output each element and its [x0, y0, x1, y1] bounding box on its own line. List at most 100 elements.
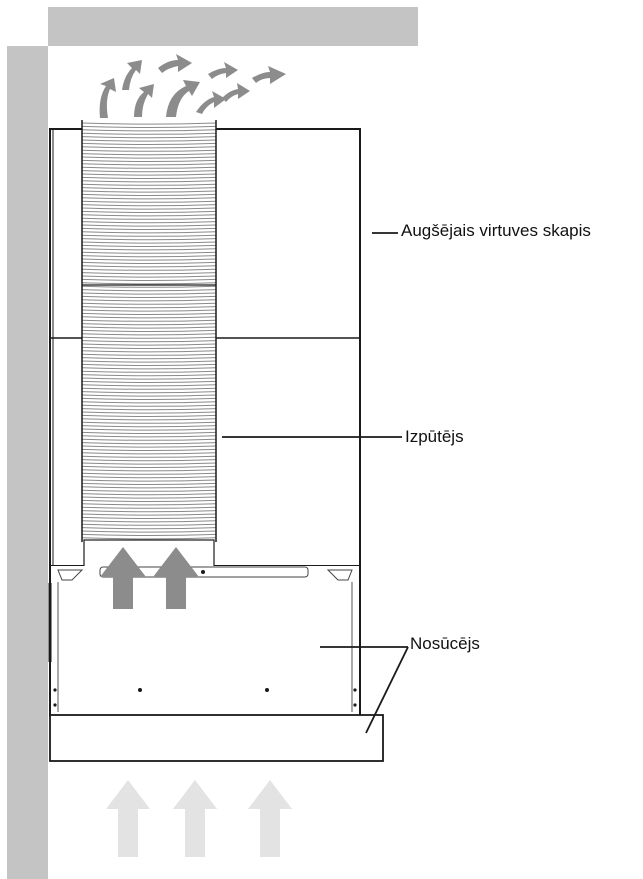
duct-ring [82, 292, 216, 295]
label-hood: Nosūcējs [410, 634, 480, 653]
duct-ring [82, 469, 216, 472]
duct-ring [82, 530, 216, 533]
duct-ring [82, 418, 216, 421]
duct-ring [82, 176, 216, 179]
duct-ring [82, 309, 216, 312]
duct-ring [82, 227, 216, 230]
duct-ring [82, 183, 216, 186]
duct-ring [82, 231, 216, 234]
duct-ring [82, 367, 216, 370]
up-arrow-icon [106, 780, 150, 857]
duct-ring [82, 537, 216, 540]
duct-ring [82, 146, 216, 149]
duct-ring [82, 523, 216, 526]
duct-ring [82, 431, 216, 434]
curved-arrow-icon [134, 84, 154, 117]
curved-arrow-icon [166, 80, 200, 117]
exhaust-arrows [99, 54, 286, 118]
duct-ring [82, 316, 216, 319]
duct-ring [82, 180, 216, 183]
curved-arrow-icon [208, 62, 238, 79]
duct-ring [82, 350, 216, 353]
duct-ring [82, 241, 216, 244]
duct-ring [82, 255, 216, 258]
duct-ring [82, 122, 216, 125]
duct-ring [82, 455, 216, 458]
duct-ring [82, 340, 216, 343]
duct-ring [82, 207, 216, 210]
duct-ring [82, 353, 216, 356]
duct-ring [82, 479, 216, 482]
duct-ring [82, 295, 216, 298]
duct-ring [82, 516, 216, 519]
up-arrow-icon [173, 780, 217, 857]
duct-ring [82, 258, 216, 261]
curved-arrow-icon [252, 66, 286, 84]
duct-ring [82, 496, 216, 499]
duct-ring [82, 363, 216, 366]
duct-ring [82, 244, 216, 247]
duct-ring [82, 421, 216, 424]
duct-ring [82, 275, 216, 278]
duct-ring [82, 248, 216, 251]
duct-ring [82, 336, 216, 339]
duct-ring [82, 486, 216, 489]
duct-ring [82, 326, 216, 329]
ceiling [48, 7, 418, 46]
duct-ring [82, 333, 216, 336]
duct-ring [82, 159, 216, 162]
duct-ring [82, 527, 216, 530]
duct-ring [82, 462, 216, 465]
duct-ring [82, 312, 216, 315]
duct-ring [82, 448, 216, 451]
duct-ring [82, 193, 216, 196]
duct-ring [82, 435, 216, 438]
duct-ring [82, 445, 216, 448]
duct-ring [82, 200, 216, 203]
duct-ring [82, 139, 216, 142]
duct-ring [82, 476, 216, 479]
duct-ring [82, 210, 216, 213]
duct-ring [82, 190, 216, 193]
duct-ring [82, 438, 216, 441]
duct-ring [82, 265, 216, 268]
duct-ring [82, 408, 216, 411]
duct-ring [82, 289, 216, 292]
duct-ring [82, 452, 216, 455]
duct-ring [82, 268, 216, 271]
duct-ring [82, 377, 216, 380]
duct-ring [82, 285, 216, 288]
duct-ring [82, 302, 216, 305]
duct-ring [82, 125, 216, 128]
duct-ring [82, 251, 216, 254]
duct-ring [82, 163, 216, 166]
leader-hood-2 [365, 646, 409, 734]
duct-ring [82, 394, 216, 397]
up-arrow-icon [100, 547, 146, 609]
curved-arrow-icon [99, 78, 116, 118]
duct-ring [82, 282, 216, 285]
duct-ring [82, 428, 216, 431]
duct-ring [82, 404, 216, 407]
duct-ring [82, 374, 216, 377]
duct-ring [82, 357, 216, 360]
duct-ring [82, 187, 216, 190]
duct-ring [82, 224, 216, 227]
duct-ring [82, 489, 216, 492]
exhaust-duct [81, 120, 217, 568]
duct-ring [82, 493, 216, 496]
duct-ring [82, 272, 216, 275]
duct-ring [82, 234, 216, 237]
duct-ring [82, 149, 216, 152]
duct-ring [82, 465, 216, 468]
duct-ring [82, 129, 216, 132]
hood [48, 566, 384, 762]
curved-arrow-icon [222, 83, 250, 102]
duct-ring [82, 197, 216, 200]
curved-arrow-icon [196, 91, 226, 114]
duct-ring [82, 397, 216, 400]
duct-ring [82, 503, 216, 506]
duct-ring [82, 319, 216, 322]
duct-ring [82, 142, 216, 145]
